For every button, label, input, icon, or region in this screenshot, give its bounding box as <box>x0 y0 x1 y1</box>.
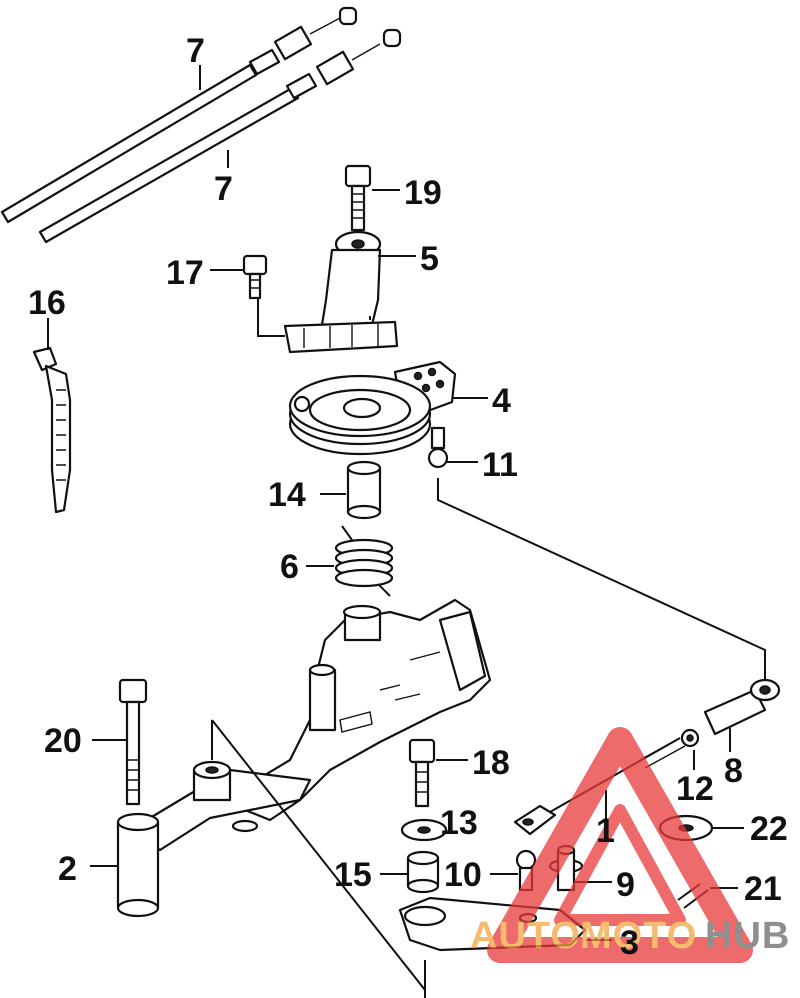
watermark-hub: HUB <box>705 915 790 957</box>
bracket-5 <box>283 230 399 354</box>
collar-15 <box>406 850 440 894</box>
spring-6 <box>334 525 394 597</box>
callout-15: 15 <box>334 856 372 894</box>
callout-18: 18 <box>472 744 510 782</box>
callout-6: 6 <box>280 548 299 586</box>
callout-2: 2 <box>58 850 77 888</box>
callout-12: 12 <box>676 770 714 808</box>
nut-12 <box>680 728 700 748</box>
callout-14: 14 <box>268 476 306 514</box>
watermark-moto: MOTO <box>580 915 697 957</box>
bolt-17 <box>242 254 268 300</box>
callout-20: 20 <box>44 722 82 760</box>
housing <box>230 598 492 822</box>
callout-1: 1 <box>596 812 615 850</box>
callout-3: 3 <box>620 924 639 962</box>
callout-labels: 7 7 19 5 17 16 4 11 14 6 20 18 13 2 15 1… <box>28 32 788 962</box>
callout-11: 11 <box>482 446 518 484</box>
collar-14 <box>346 460 382 520</box>
leader-lines <box>47 65 744 941</box>
callout-10: 10 <box>444 856 482 894</box>
watermark: AUTO MOTO HUB <box>470 727 790 963</box>
cable-assembly <box>0 6 402 244</box>
callout-22: 22 <box>750 810 788 848</box>
callout-21: 21 <box>744 870 782 908</box>
callout-7a: 7 <box>186 32 205 70</box>
callout-7b: 7 <box>214 170 233 208</box>
lever-2 <box>116 760 312 918</box>
bolt-18 <box>408 738 436 808</box>
drum-4 <box>288 360 457 456</box>
callout-17: 17 <box>166 254 204 292</box>
callout-9: 9 <box>616 866 635 904</box>
reference-lines <box>211 298 766 998</box>
callout-16: 16 <box>28 284 66 322</box>
callout-19: 19 <box>404 174 442 212</box>
callout-8: 8 <box>724 752 743 790</box>
bolt-20 <box>118 678 148 806</box>
watermark-auto: AUTO <box>470 915 581 957</box>
callout-13: 13 <box>440 804 478 842</box>
callout-5: 5 <box>420 240 439 278</box>
rod-end-8 <box>703 678 781 736</box>
cable-tie-16 <box>32 346 72 514</box>
ball-stud-11 <box>427 426 449 469</box>
callout-4: 4 <box>492 382 511 420</box>
bolt-19 <box>344 164 372 232</box>
washer-13 <box>400 818 448 842</box>
